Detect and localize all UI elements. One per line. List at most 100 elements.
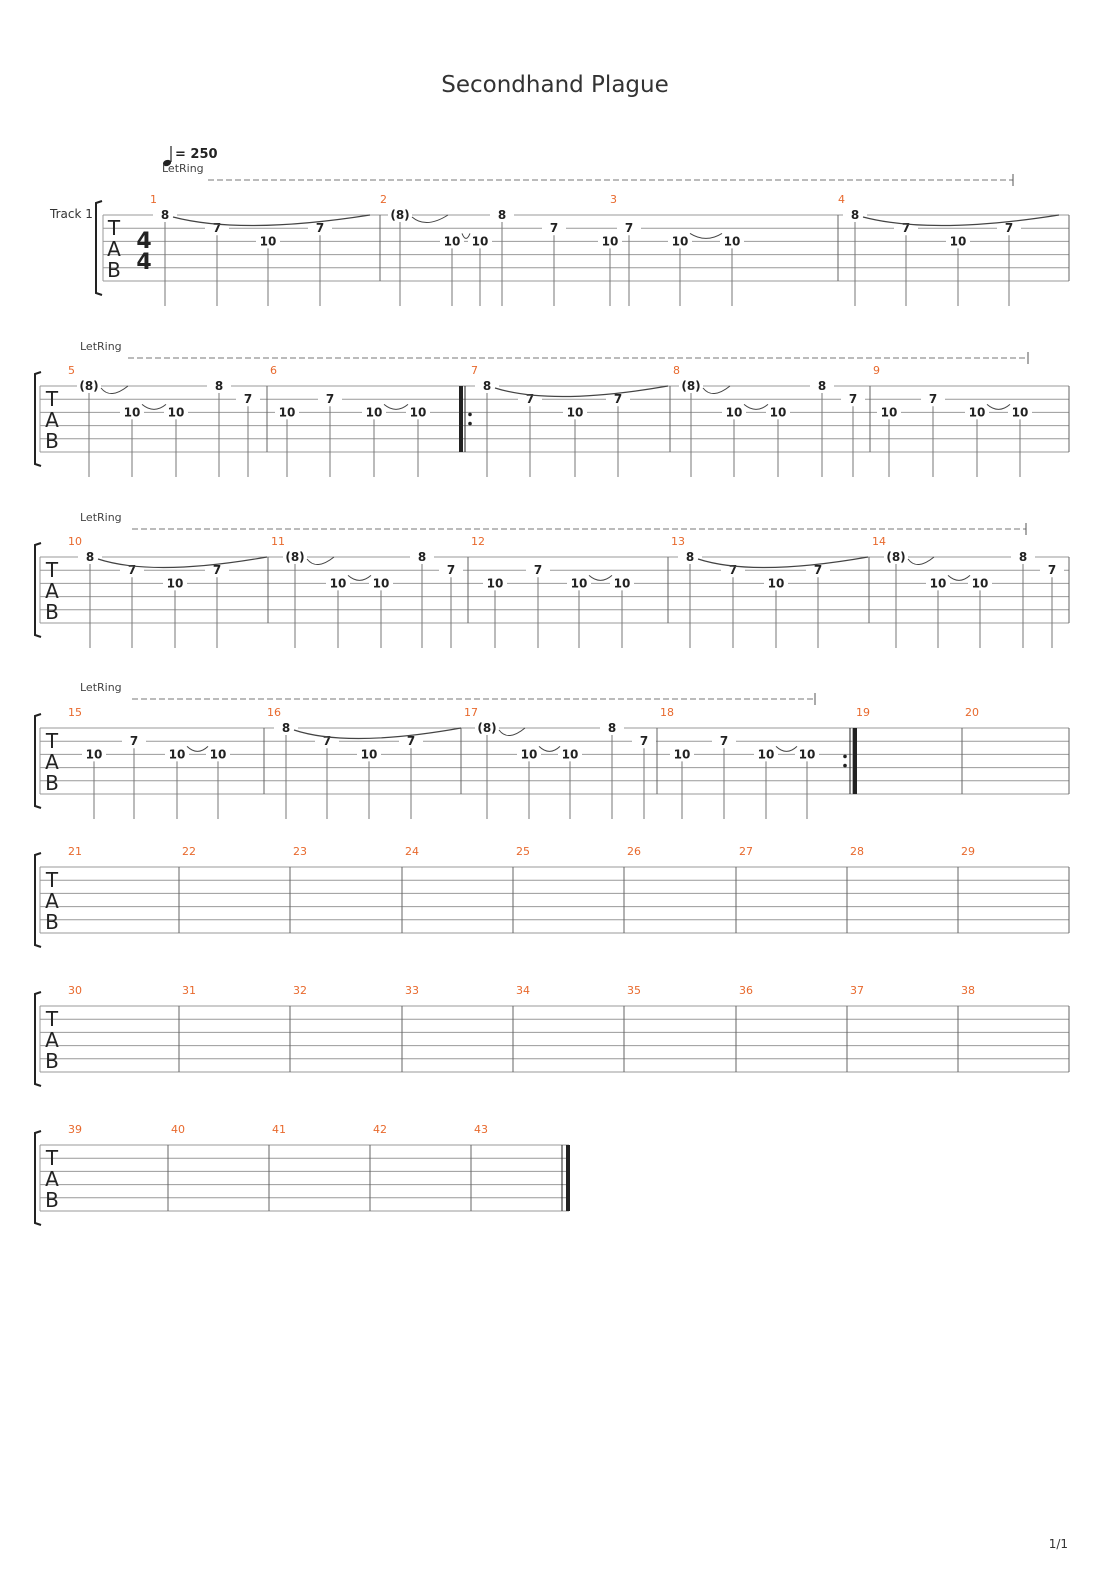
- fret-background: [439, 563, 463, 576]
- fret-background: [275, 405, 299, 418]
- fret-number: 8: [215, 379, 223, 393]
- legato-arc: [862, 214, 1060, 227]
- measure-number: 28: [850, 845, 864, 858]
- measure-number: 38: [961, 984, 975, 997]
- fret-number: 8: [161, 208, 169, 222]
- fret-background: [82, 747, 106, 760]
- system-bracket: [34, 371, 42, 467]
- fret-background: [965, 405, 989, 418]
- fret-number: 10: [169, 747, 186, 761]
- fret-number: (8): [390, 208, 409, 222]
- tab-clef-letter-b: B: [45, 600, 59, 624]
- fret-number: (8): [681, 379, 700, 393]
- tab-clef-letter-t: T: [45, 729, 59, 753]
- fret-background: [440, 234, 464, 247]
- fret-number: 8: [418, 550, 426, 564]
- fret-number: 10: [567, 405, 584, 419]
- fret-background: [921, 392, 945, 405]
- fret-number: (8): [477, 721, 496, 735]
- tie-arc: [702, 385, 731, 394]
- fret-background: [606, 392, 630, 405]
- fret-background: [764, 576, 788, 589]
- tab-clef-letter-a: A: [45, 1167, 59, 1191]
- tie-arc: [383, 404, 409, 410]
- measure-number: 13: [671, 535, 685, 548]
- fret-background: [308, 221, 332, 234]
- fret-number: 10: [373, 576, 390, 590]
- fret-background: [766, 405, 790, 418]
- measure-number: 3: [610, 193, 617, 206]
- measure-number: 37: [850, 984, 864, 997]
- fret-background: [722, 405, 746, 418]
- repeat-dot: [468, 421, 472, 426]
- fret-background: [206, 747, 230, 760]
- fret-background: [483, 576, 507, 589]
- fret-number: 10: [724, 234, 741, 248]
- measure-number: 8: [673, 364, 680, 377]
- measure-number: 5: [68, 364, 75, 377]
- fret-number: 7: [130, 734, 138, 748]
- fret-background: [600, 721, 624, 733]
- fret-number: (8): [285, 550, 304, 564]
- fret-number: 10: [487, 576, 504, 590]
- fret-background: [810, 379, 834, 391]
- measure-number: 36: [739, 984, 753, 997]
- tie-arc: [775, 746, 798, 752]
- fret-background: [542, 221, 566, 234]
- fret-number: 10: [86, 747, 103, 761]
- fret-number: 10: [969, 405, 986, 419]
- measure-number: 2: [380, 193, 387, 206]
- tie-arc: [141, 404, 167, 410]
- measure-number: 41: [272, 1123, 286, 1136]
- fret-background: [475, 721, 499, 733]
- measure-number: 39: [68, 1123, 82, 1136]
- fret-background: [754, 747, 778, 760]
- system-bracket: [34, 991, 42, 1087]
- measure-number: 42: [373, 1123, 387, 1136]
- fret-background: [468, 234, 492, 247]
- system-bracket: [34, 1130, 42, 1226]
- measure-number: 22: [182, 845, 196, 858]
- fret-background: [490, 208, 514, 220]
- fret-number: 7: [814, 563, 822, 577]
- fret-number: 8: [282, 721, 290, 735]
- fret-number: (8): [886, 550, 905, 564]
- fret-number: 10: [330, 576, 347, 590]
- fret-background: [283, 550, 307, 562]
- fret-number: 10: [768, 576, 785, 590]
- measure-number: 21: [68, 845, 82, 858]
- fret-background: [410, 550, 434, 562]
- fret-number: 7: [902, 221, 910, 235]
- legato-arc: [494, 385, 669, 398]
- fret-background: [318, 392, 342, 405]
- fret-number: 7: [316, 221, 324, 235]
- fret-background: [164, 405, 188, 418]
- tab-clef-letter-b: B: [45, 429, 59, 453]
- measure-number: 16: [267, 706, 281, 719]
- fret-background: [526, 563, 550, 576]
- fret-background: [77, 379, 101, 391]
- fret-number: 10: [950, 234, 967, 248]
- repeat-dot: [468, 412, 472, 417]
- fret-number: 7: [526, 392, 534, 406]
- fret-background: [362, 405, 386, 418]
- tab-clef-letter-a: A: [45, 750, 59, 774]
- legato-arc: [97, 556, 268, 569]
- fret-background: [806, 563, 830, 576]
- fret-number: 10: [472, 234, 489, 248]
- fret-background: [1008, 405, 1032, 418]
- fret-number: 10: [726, 405, 743, 419]
- fret-background: [841, 392, 865, 405]
- measure-number: 33: [405, 984, 419, 997]
- fret-background: [274, 721, 298, 733]
- fret-background: [632, 734, 656, 747]
- tab-clef-letter-a: A: [45, 1028, 59, 1052]
- fret-number: 7: [213, 563, 221, 577]
- time-signature-bottom: 4: [136, 250, 151, 275]
- fret-background: [153, 208, 177, 220]
- fret-background: [946, 234, 970, 247]
- fret-number: 8: [608, 721, 616, 735]
- fret-background: [558, 747, 582, 760]
- tab-clef-letter-t: T: [45, 1146, 59, 1170]
- fret-number: 10: [366, 405, 383, 419]
